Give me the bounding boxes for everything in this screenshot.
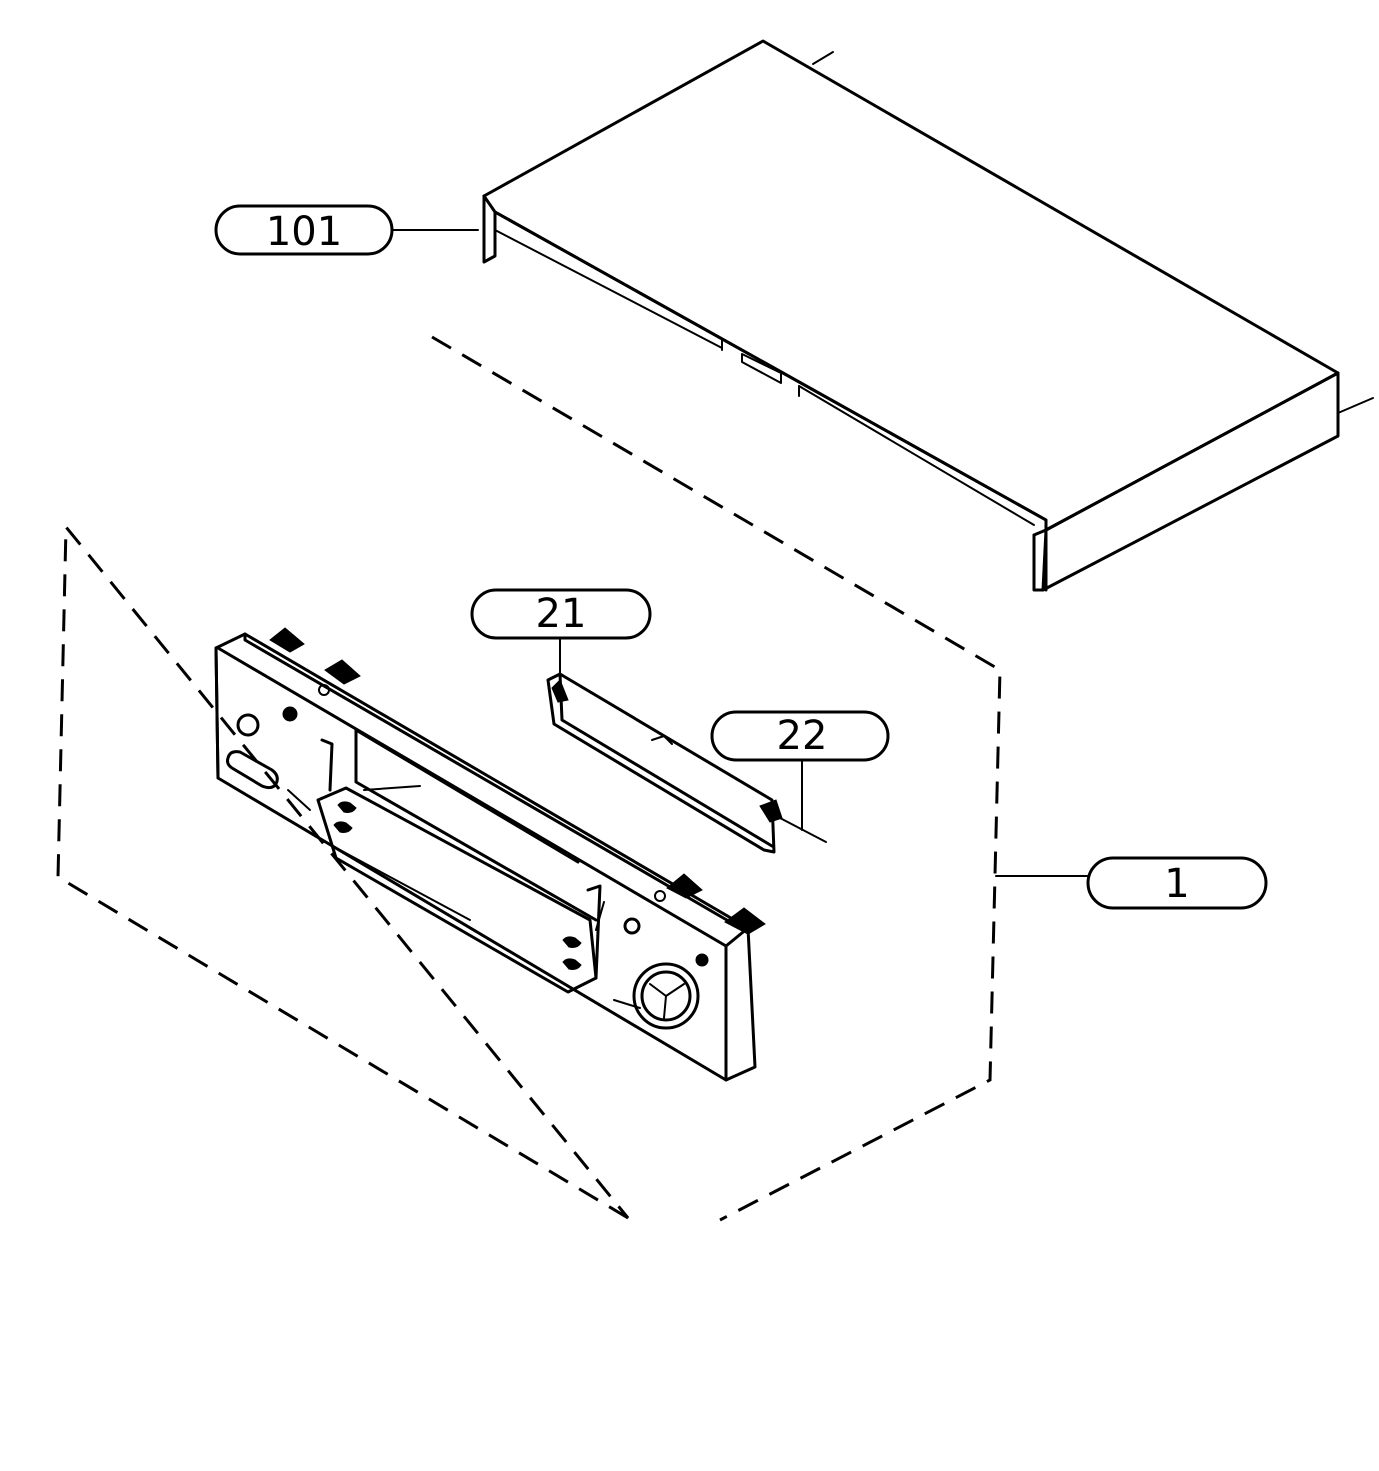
callout-label-22: 22 <box>777 713 828 759</box>
callout-label-21: 21 <box>536 591 587 637</box>
callout-1: 1 <box>1086 856 1268 910</box>
callout-21: 21 <box>470 588 652 640</box>
callout-101: 101 <box>214 204 394 256</box>
callout-label-101: 101 <box>266 209 342 255</box>
top-cover-part <box>482 39 1374 592</box>
front-panel-part <box>214 627 766 1082</box>
callout-22: 22 <box>710 710 890 762</box>
callout-label-1: 1 <box>1164 861 1189 907</box>
door-part <box>546 672 827 854</box>
assembly-group-outline <box>56 335 1002 1222</box>
